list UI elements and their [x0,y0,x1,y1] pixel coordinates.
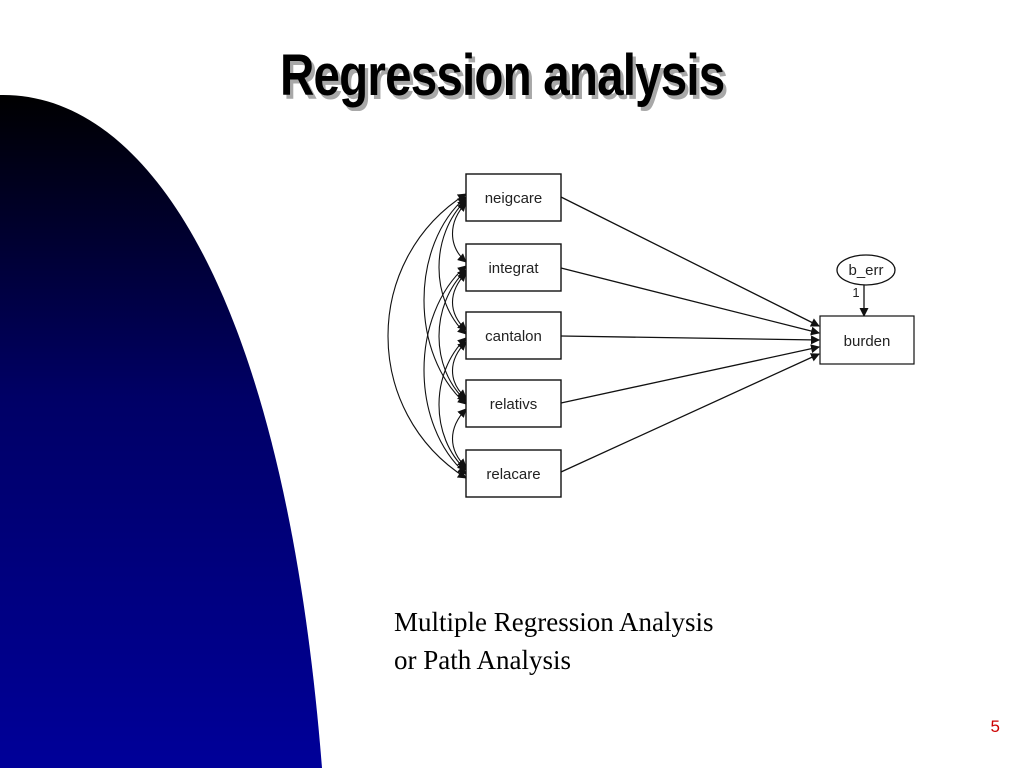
caption-line-1: Multiple Regression Analysis [394,607,714,637]
outcome-node-burden: burden [819,315,915,365]
predictor-node-neigcare: neigcare [465,173,562,222]
regression-paths [560,196,869,473]
cov-neigcare-relacare [387,193,467,479]
error-weight-label: 1 [852,285,859,300]
cov-cantalon-relacare [438,337,467,471]
path-relativs-burden [560,344,820,404]
predictor-label: neigcare [485,190,543,207]
blue-gradient-shape [0,94,322,768]
predictor-label: relacare [486,466,540,483]
predictor-label: integrat [488,260,539,277]
path-cantalon-burden [560,335,820,345]
cov-integrat-cantalon [452,272,467,331]
predictor-node-integrat: integrat [465,243,562,292]
predictor-label: cantalon [485,328,542,345]
error-term-label: b_err [848,262,883,279]
slide-title: Regression analysis [280,43,725,108]
cov-cantalon-relativs [452,341,467,399]
error-term-node: b_err 1 [836,254,896,300]
page-number: 5 [990,717,1000,736]
covariance-arcs [387,193,467,479]
predictor-node-cantalon: cantalon [465,311,562,360]
predictor-node-relativs: relativs [465,379,562,428]
predictor-node-relacare: relacare [465,449,562,498]
caption: Multiple Regression Analysis or Path Ana… [394,603,814,679]
path-integrat-burden [560,267,820,336]
cov-neigcare-cantalon [438,199,467,335]
predictor-label: relativs [490,396,538,413]
cov-integrat-relacare [423,265,467,475]
caption-line-2: or Path Analysis [394,645,572,675]
path-neigcare-burden [560,196,820,327]
outcome-label: burden [844,333,891,350]
path-relacare-burden [560,353,820,473]
cov-neigcare-integrat [452,202,467,263]
cov-relativs-relacare [452,408,467,468]
cov-integrat-relativs [438,269,467,402]
cov-neigcare-relativs [423,196,467,405]
